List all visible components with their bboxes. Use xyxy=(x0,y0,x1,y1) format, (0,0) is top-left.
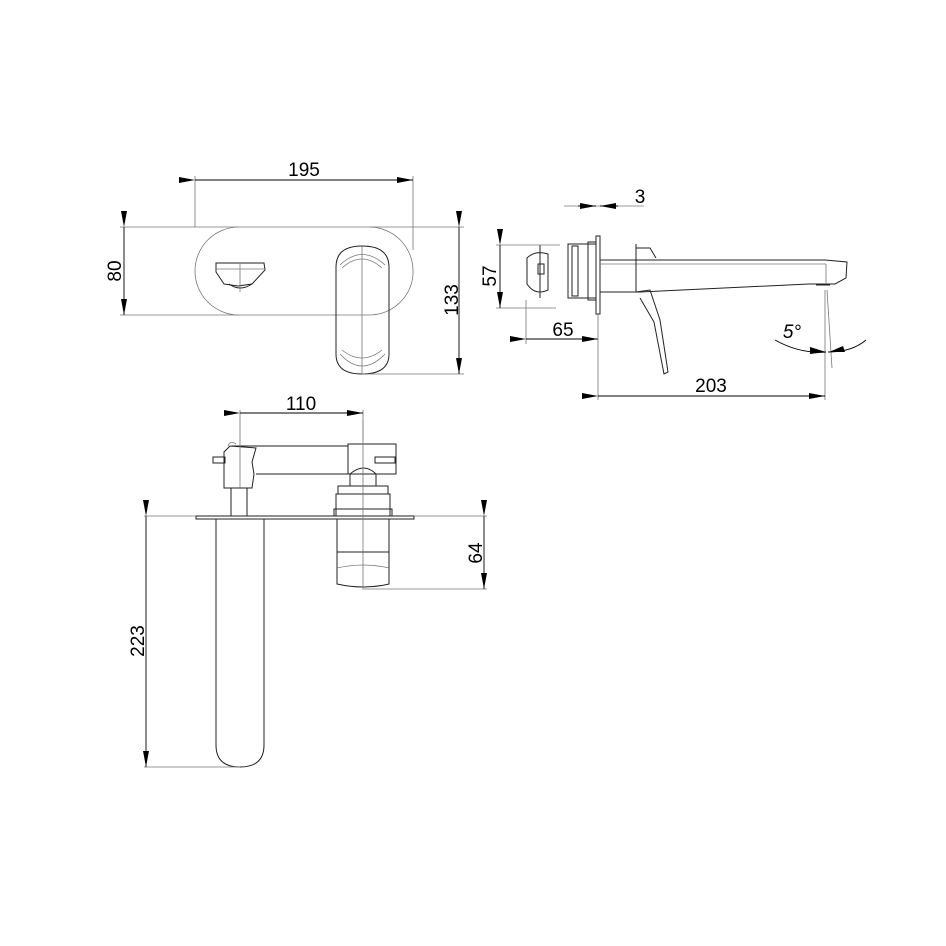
backplate-outline xyxy=(194,226,414,316)
lever-handle xyxy=(335,245,390,375)
dim-64: 64 xyxy=(466,542,487,564)
front-view: 195 80 133 xyxy=(105,160,464,375)
dim-65: 65 xyxy=(552,320,573,341)
dim-57: 57 xyxy=(480,265,501,286)
side-view: 3 57 65 203 5° xyxy=(480,187,867,400)
dim-5-degrees: 5° xyxy=(783,322,802,343)
spout-top xyxy=(215,519,265,768)
dim-223: 223 xyxy=(128,625,149,657)
dim-133: 133 xyxy=(442,284,463,316)
dim-203: 203 xyxy=(695,376,727,397)
top-view: 110 64 223 xyxy=(128,394,487,768)
dim-80: 80 xyxy=(105,260,126,281)
spout-outlet xyxy=(215,262,266,287)
wall-plate-top xyxy=(195,515,415,520)
wall-plate xyxy=(595,235,601,315)
dim-195: 195 xyxy=(288,160,320,181)
dim-110: 110 xyxy=(286,394,316,415)
dim-3: 3 xyxy=(635,187,646,208)
spout-side xyxy=(599,259,848,293)
